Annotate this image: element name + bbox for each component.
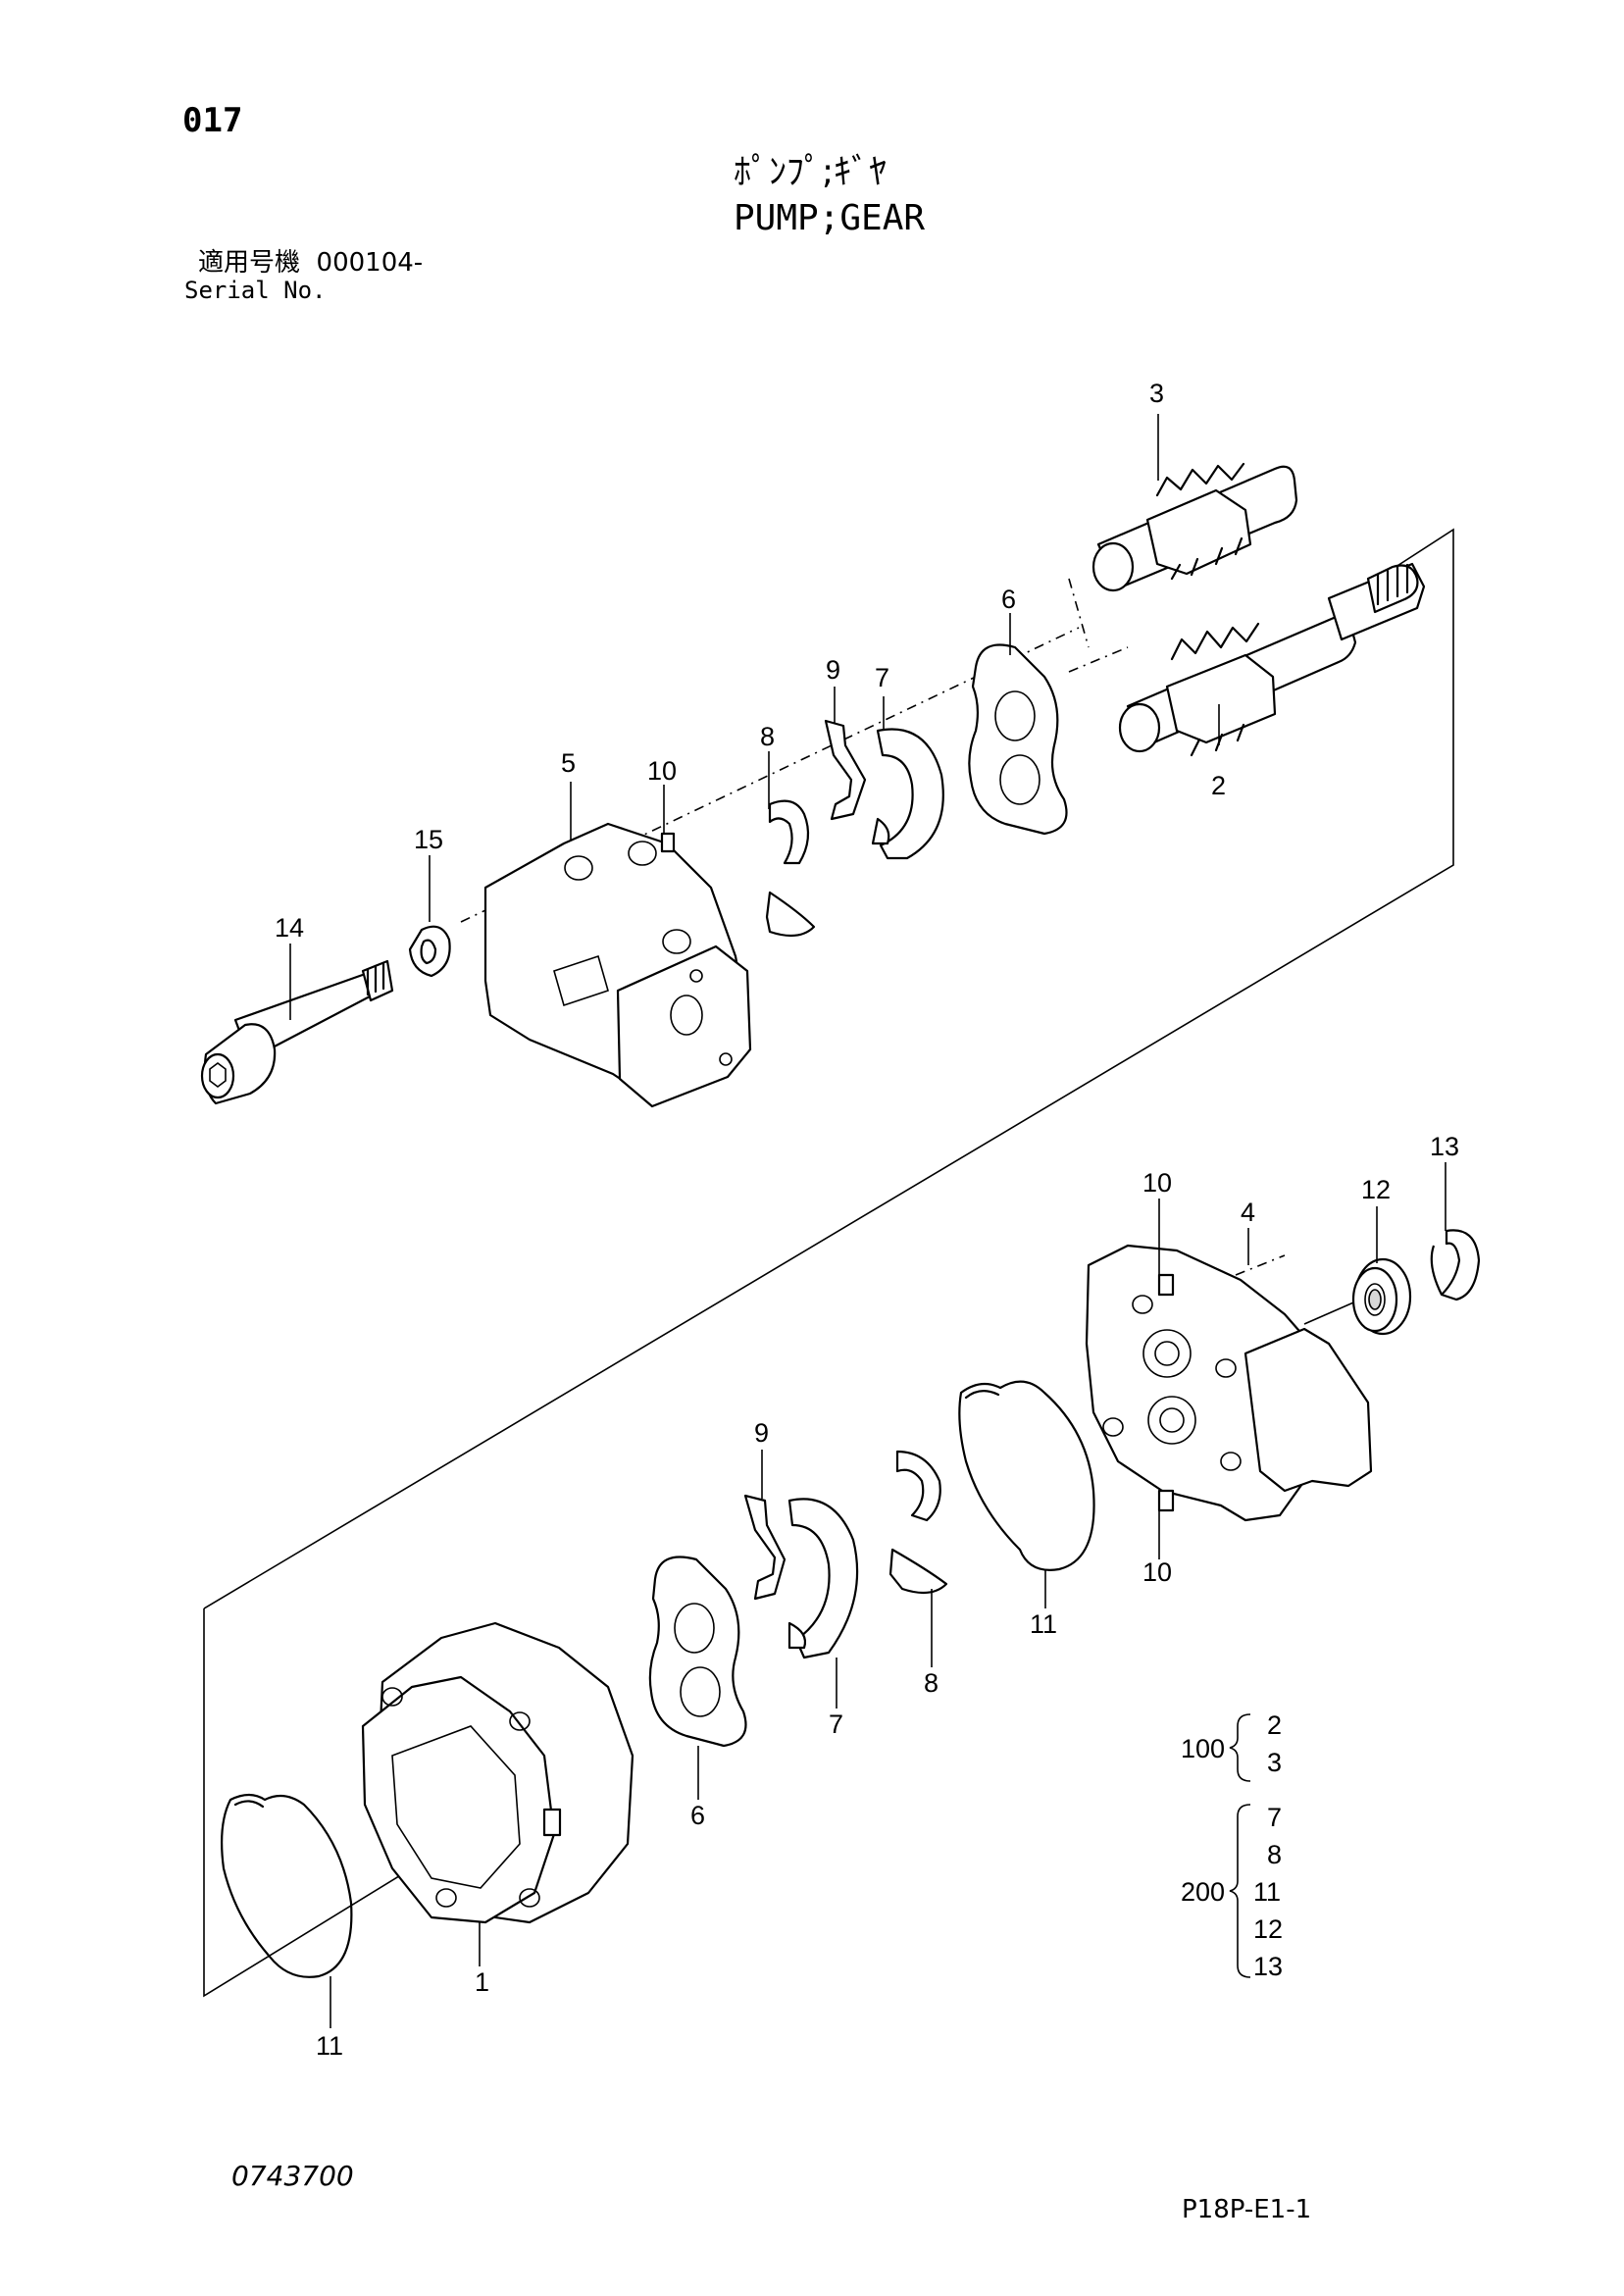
shaft-centerline [1068,578,1090,648]
callout-14: 14 [275,913,304,943]
serial-label-jp: 適用号機 [198,248,301,278]
driven-gear-part-3 [1091,462,1298,592]
snap-ring-part-15 [408,925,451,978]
front-cover-part-5 [483,822,752,1108]
callout-6-upper: 6 [1001,585,1016,614]
bearing-plate-part-6-lower [648,1556,747,1748]
seal-part-8-upper [765,799,816,938]
drive-gear-shaft-part-2 [1118,562,1426,757]
callout-9-upper: 9 [826,655,840,685]
plate-part-9-lower [743,1494,787,1601]
gear-body-part-1 [361,1621,634,1924]
kit-200-number: 200 [1181,1877,1225,1907]
kit-200-part: 12 [1253,1914,1283,1944]
kit-200-group: 200 7 8 11 12 13 [1181,1803,1283,1981]
callout-2: 2 [1211,771,1226,800]
bearing-plate-part-6-upper [968,643,1068,836]
bearing-part-12 [1351,1257,1412,1336]
plate-part-9-upper [824,719,867,821]
callout-11-right: 11 [1030,1609,1057,1639]
callout-15: 15 [414,825,443,854]
rear-cover-part-4 [1085,1244,1373,1522]
bolt-part-14 [200,959,394,1105]
callout-3: 3 [1149,379,1164,408]
callout-4: 4 [1241,1198,1255,1227]
title-japanese: ﾎﾟﾝﾌﾟ;ｷﾞﾔ [734,152,888,192]
callout-8-upper: 8 [760,722,775,751]
callout-7-lower: 7 [829,1709,843,1739]
document-number: 0743700 [231,2160,354,2192]
seal-part-7-upper [871,728,944,860]
lower-centerline [1235,1254,1286,1276]
kit-100-part: 2 [1267,1710,1282,1740]
callout-7-upper: 7 [875,663,889,692]
callout-10-upper: 10 [647,756,677,786]
page-number: 017 [182,101,243,140]
callout-8-lower: 8 [924,1668,939,1698]
kit-100-number: 100 [1181,1734,1225,1763]
sheet-code: P18P-E1-1 [1182,2195,1312,2224]
snap-ring-part-13 [1430,1229,1481,1301]
title-english: PUMP;GEAR [734,198,926,238]
kit-100-group: 100 2 3 [1181,1710,1282,1782]
callout-11-left: 11 [316,2031,343,2061]
kit-200-part: 13 [1253,1952,1283,1981]
serial-label-en: Serial No. [184,277,327,304]
gasket-part-11-left [221,1793,353,1978]
callout-9-lower: 9 [754,1418,769,1448]
callout-12: 12 [1361,1175,1391,1204]
gasket-part-11-right [958,1380,1095,1571]
serial-line: 適用号機 000104- [198,250,423,276]
assembly-frame [203,528,1454,1609]
seal-part-7-lower [787,1498,859,1659]
callout-10-top: 10 [1142,1168,1172,1198]
serial-value: 000104- [316,248,424,278]
callout-10-bottom: 10 [1142,1557,1172,1587]
kit-200-part: 8 [1267,1840,1282,1869]
callout-13: 13 [1430,1132,1459,1161]
seal-part-8-lower [888,1450,948,1595]
kit-100-part: 3 [1267,1748,1282,1777]
drive-centerline [1068,646,1129,673]
kit-200-part: 7 [1267,1803,1282,1832]
kit-200-part: 11 [1253,1877,1281,1907]
leader-lines [289,414,1446,2028]
callout-6-lower: 6 [690,1801,705,1830]
callout-5: 5 [561,748,576,778]
assembly-frame-lower [203,1608,421,1998]
callout-1: 1 [475,1967,489,1997]
